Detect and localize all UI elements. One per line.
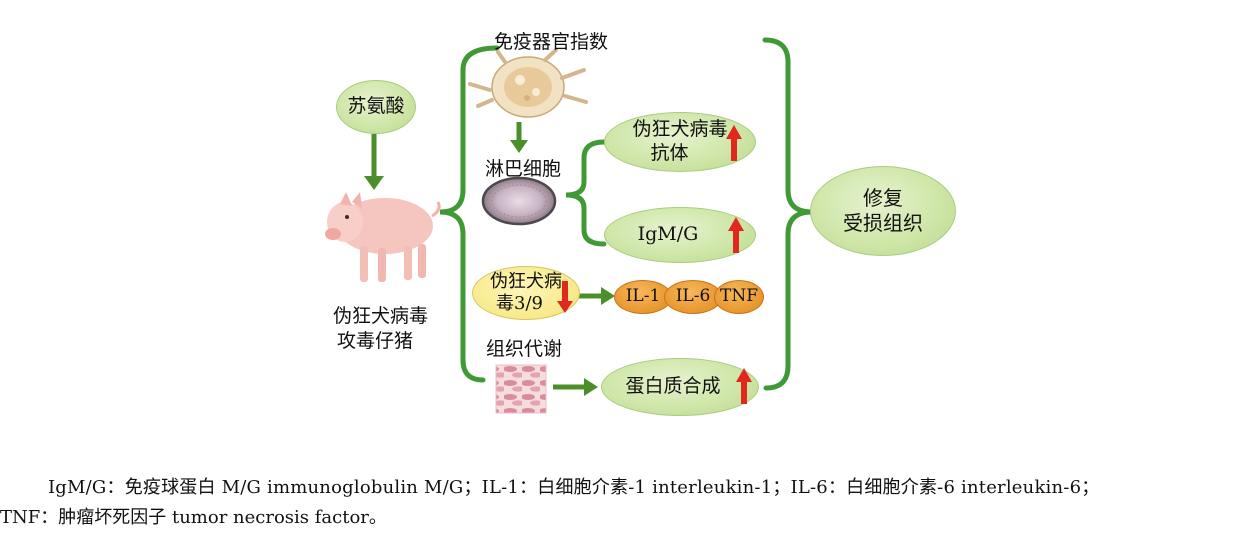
il1-node: IL-1 <box>614 280 672 314</box>
arrow-prv-to-cytokines <box>579 287 615 305</box>
red-up-arrow-icon <box>728 217 744 253</box>
arrow-threonine-to-pig <box>364 134 384 190</box>
lymphocyte-cell-image <box>481 176 557 226</box>
red-down-arrow-icon <box>557 281 573 313</box>
immune-organ-image <box>468 48 588 118</box>
tnf-node: TNF <box>714 280 764 314</box>
igm-g-label: IgM/G <box>637 223 699 246</box>
immune-organ-index-label: 免疫器官指数 <box>494 31 609 53</box>
arrow-tissue-to-protein <box>553 378 598 396</box>
pig-label: 伪狂犬病毒 攻毒仔猪 <box>333 305 429 352</box>
protein-synthesis-node: 蛋白质合成 <box>601 358 759 416</box>
pig-image <box>325 192 441 282</box>
tissue-section-image <box>495 364 547 414</box>
arrow-organ-to-lymphocyte <box>510 122 528 153</box>
lymphocyte-label: 淋巴细胞 <box>485 158 562 180</box>
red-up-arrow-icon <box>736 368 752 404</box>
il6-node: IL-6 <box>664 280 722 314</box>
prv-3-9-node: 伪狂犬病 毒3/9 <box>472 266 580 320</box>
repair-node: 修复 受损组织 <box>810 166 956 256</box>
tissue-metabolism-label: 组织代谢 <box>486 338 563 360</box>
right-bracket <box>762 37 813 391</box>
threonine-node: 苏氨酸 <box>336 80 416 134</box>
caption-line-2: TNF：肿瘤坏死因子 tumor necrosis factor。 <box>0 507 387 528</box>
red-up-arrow-icon <box>726 125 742 161</box>
igm-g-node: IgM/G <box>604 207 756 263</box>
lymphocyte-bracket <box>565 139 607 247</box>
caption-line-1: IgM/G：免疫球蛋白 M/G immunoglobulin M/G；IL-1：… <box>48 477 1100 498</box>
threonine-label: 苏氨酸 <box>347 95 405 118</box>
prv-antibody-node: 伪狂犬病毒 抗体 <box>604 112 756 172</box>
left-bracket <box>439 45 500 383</box>
